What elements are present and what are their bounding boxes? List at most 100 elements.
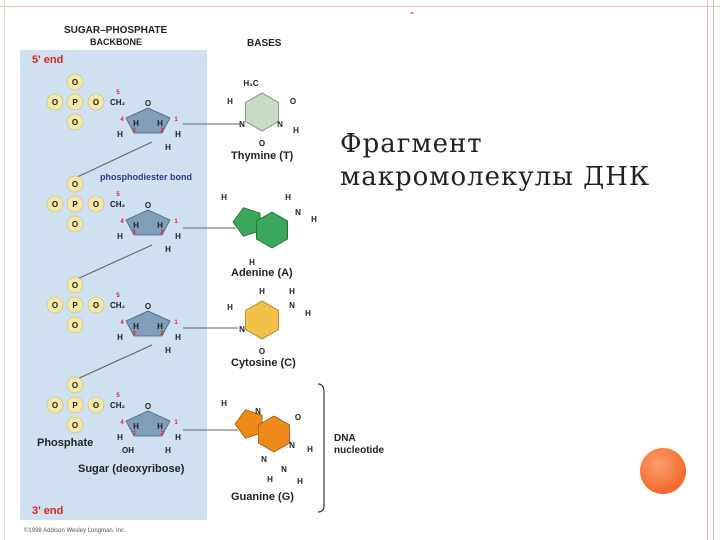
sugar-label: Sugar (deoxyribose) <box>78 463 185 475</box>
deoxyribose-ring <box>125 107 171 134</box>
phosphate-atom <box>87 296 105 314</box>
decorative-circle <box>640 448 686 494</box>
carbon-5: 5 <box>116 90 120 96</box>
phosphate-atom <box>66 113 84 131</box>
thymine-h: H <box>227 97 233 106</box>
sugar-h: H <box>133 119 139 128</box>
cytosine-ring <box>245 300 279 340</box>
sugar-h: H <box>157 119 163 128</box>
thymine-o: O <box>259 139 265 148</box>
carbon-4: 4 <box>120 420 124 426</box>
sugar-oxygen: O <box>145 201 151 210</box>
phosphate-o-left: O <box>52 401 58 410</box>
phosphate-atom <box>46 396 64 414</box>
ch2-label: CH₂ <box>110 98 126 107</box>
phosphate-p: P <box>72 200 78 209</box>
slide-border-top <box>0 6 720 7</box>
phosphate-atom <box>66 93 84 111</box>
phosphate-o-left: O <box>52 200 58 209</box>
phosphate-o-bottom: O <box>72 118 78 127</box>
carbon-2: 2 <box>160 331 164 337</box>
sugar-h: H <box>133 422 139 431</box>
carbon-3: 3 <box>132 230 136 236</box>
adenine-h: H <box>249 258 255 267</box>
sugar-h: H <box>157 322 163 331</box>
phosphate-o-top: O <box>72 180 78 189</box>
carbon-5: 5 <box>116 393 120 399</box>
thymine-h3c: H₃C <box>243 79 258 88</box>
phosphate-p: P <box>72 301 78 310</box>
phosphate-atom <box>66 396 84 414</box>
cytosine-h: H <box>259 287 265 296</box>
nucleotide-label-2: nucleotide <box>334 445 384 456</box>
ch2-label: CH₂ <box>110 200 126 209</box>
deoxyribose-ring <box>125 310 171 337</box>
thymine-ring <box>245 92 279 132</box>
sugar-h-bottom: H <box>165 346 171 355</box>
guanine-h: H <box>221 399 227 408</box>
carbon-4: 4 <box>120 117 124 123</box>
header-backbone-1: SUGAR–PHOSPHATE <box>64 25 167 36</box>
guanine-hexagon <box>257 415 291 453</box>
guanine-n: N <box>289 441 295 450</box>
phosphate-o-right: O <box>93 98 99 107</box>
sugar-h-bottom: H <box>165 245 171 254</box>
end-3-label: 3' end <box>32 505 63 517</box>
carbon-5: 5 <box>116 293 120 299</box>
nucleotide-label-1: DNA <box>334 433 356 444</box>
thymine-n: N <box>277 120 283 129</box>
phosphate-atom <box>66 416 84 434</box>
slide-border-left <box>4 0 5 540</box>
ch2-label: CH₂ <box>110 301 126 310</box>
adenine-label: Adenine (A) <box>231 267 293 279</box>
sugar-oxygen: O <box>145 402 151 411</box>
sugar-h: H <box>175 130 181 139</box>
guanine-n: N <box>255 407 261 416</box>
phosphate-atom <box>66 296 84 314</box>
carbon-3: 3 <box>132 331 136 337</box>
phosphate-o-left: O <box>52 98 58 107</box>
sugar-h: H <box>117 232 123 241</box>
phosphate-o-right: O <box>93 401 99 410</box>
phosphate-atom <box>46 296 64 314</box>
adenine-hexagon <box>255 211 289 249</box>
top-mark: - <box>410 5 414 19</box>
sugar-h: H <box>117 433 123 442</box>
sugar-h: H <box>117 130 123 139</box>
cytosine-h: H <box>305 309 311 318</box>
phosphate-p: P <box>72 401 78 410</box>
phosphate-o-left: O <box>52 301 58 310</box>
ch2-label: CH₂ <box>110 401 126 410</box>
slide-border-right <box>707 0 708 540</box>
cytosine-n: N <box>289 301 295 310</box>
copyright-label: ©1998 Addison Wesley Longman, Inc. <box>24 527 126 534</box>
guanine-h: H <box>267 475 273 484</box>
sugar-h: H <box>175 232 181 241</box>
phosphate-atom <box>66 215 84 233</box>
carbon-3: 3 <box>132 431 136 437</box>
carbon-1: 1 <box>174 420 178 426</box>
phosphate-o-right: O <box>93 200 99 209</box>
adenine-n: N <box>295 208 301 217</box>
backbone-panel <box>20 50 207 520</box>
phosphate-p: P <box>72 98 78 107</box>
deoxyribose-ring <box>125 410 171 437</box>
end-5-label: 5' end <box>32 54 63 66</box>
guanine-h: H <box>297 477 303 486</box>
cytosine-h: H <box>227 303 233 312</box>
carbon-4: 4 <box>120 320 124 326</box>
sugar-h: H <box>157 422 163 431</box>
carbon-3: 3 <box>132 128 136 134</box>
sugar-h: H <box>133 322 139 331</box>
carbon-2: 2 <box>160 431 164 437</box>
guanine-n: N <box>281 465 287 474</box>
phosphate-o-right: O <box>93 301 99 310</box>
